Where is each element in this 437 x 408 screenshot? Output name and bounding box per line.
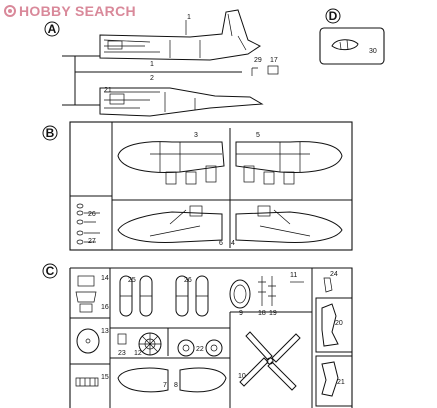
part-21 xyxy=(321,361,339,397)
part-23-label: 23 xyxy=(118,350,126,357)
section-d-frame xyxy=(319,27,385,65)
part-3-label: 3 xyxy=(194,132,198,139)
part-12-engine xyxy=(138,332,162,356)
section-b-marker xyxy=(42,125,58,141)
part-15 xyxy=(75,377,99,387)
section-a-label: A xyxy=(48,22,57,36)
part-26c-label: 26 xyxy=(184,277,192,284)
part-10-label: 10 xyxy=(238,373,246,380)
part-24 xyxy=(323,277,333,293)
svg-text:21: 21 xyxy=(104,87,112,94)
part-8 xyxy=(179,367,227,393)
section-c: C 14 16 13 xyxy=(42,263,353,408)
part-14-16 xyxy=(75,275,97,313)
part-2-label: 2 xyxy=(150,75,154,82)
parts-18-19 xyxy=(258,276,276,306)
part-8-label: 8 xyxy=(174,382,178,389)
part-9-label: 9 xyxy=(239,310,243,317)
part-20-label: 20 xyxy=(335,320,343,327)
part-13-label: 13 xyxy=(101,328,109,335)
part-16-label: 16 xyxy=(101,304,109,311)
part-27-label: 27 xyxy=(88,238,96,245)
part-30-label: 30 xyxy=(369,48,377,55)
part-4-label: 4 xyxy=(231,240,235,247)
parts-26-27-small xyxy=(76,203,100,245)
part-11-label: 11 xyxy=(290,272,297,279)
part-30-canopy xyxy=(331,39,359,51)
part-23 xyxy=(117,333,127,345)
part-29-17-small xyxy=(251,65,279,76)
section-a-marker xyxy=(44,21,60,37)
part-15-label: 15 xyxy=(101,374,109,381)
part-14-label: 14 xyxy=(101,275,109,282)
part-22-wheels xyxy=(177,339,223,357)
part-1-fuselage-half xyxy=(99,9,261,61)
part-29-label: 29 xyxy=(254,57,262,64)
watermark-text: HOBBY SEARCH xyxy=(19,3,136,19)
section-b: B 3 5 xyxy=(42,121,353,251)
section-d-marker xyxy=(325,8,341,24)
section-b-label: B xyxy=(46,126,55,140)
part-5-label: 5 xyxy=(256,132,260,139)
part-10-propeller xyxy=(239,331,301,391)
part-2-fuselage-half xyxy=(99,87,264,117)
part-26-drop-tanks xyxy=(175,275,209,317)
part-17-label: 17 xyxy=(270,57,278,64)
part-19-label: 19 xyxy=(269,310,277,317)
watermark-logo-icon xyxy=(4,5,16,17)
part-7-label: 7 xyxy=(163,382,167,389)
section-c-frame xyxy=(69,267,353,408)
part-18-label: 18 xyxy=(258,310,266,317)
part-20 xyxy=(321,303,339,347)
part-21-label: 21 xyxy=(337,379,345,386)
section-c-label: C xyxy=(46,264,55,278)
part-22-label: 22 xyxy=(196,346,204,353)
part-1-label: 1 xyxy=(187,14,191,21)
section-d-label: D xyxy=(329,9,338,23)
part-5-wing-upper-right xyxy=(235,141,343,185)
section-c-marker xyxy=(42,263,58,279)
part-26-label: 26 xyxy=(88,211,96,218)
part-24-label: 24 xyxy=(330,271,338,278)
part-13 xyxy=(76,328,100,354)
part-25-label: 25 xyxy=(128,277,136,284)
section-a: A 1 1 2 21 xyxy=(44,9,279,117)
part-12-label: 12 xyxy=(134,350,142,357)
section-b-frame xyxy=(69,121,353,251)
part-7 xyxy=(117,367,169,393)
section-d: D 30 xyxy=(319,8,385,65)
hobby-search-watermark: HOBBY SEARCH xyxy=(4,3,154,19)
part-25-drop-tanks xyxy=(119,275,153,317)
part-6-wing-lower-left xyxy=(117,205,223,243)
part-9 xyxy=(229,279,251,309)
part-6-label: 6 xyxy=(219,240,223,247)
part-4-wing-lower-right xyxy=(235,205,343,243)
part-3-wing-upper-left xyxy=(117,141,225,185)
part-1-label-lower: 1 xyxy=(150,61,154,68)
